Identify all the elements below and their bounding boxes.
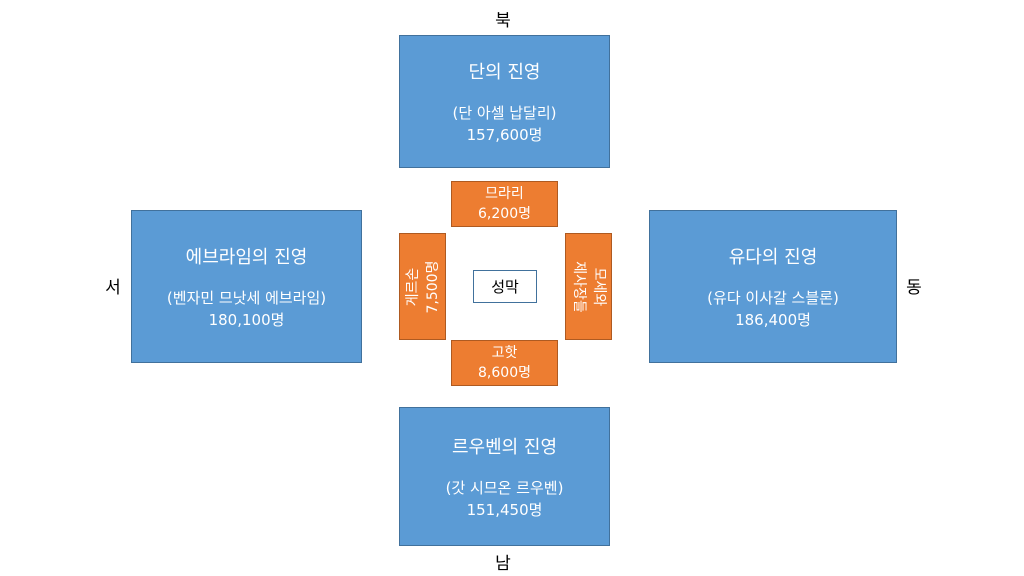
levite-west: 게르손 7,500명 xyxy=(399,233,446,340)
camp-east: 유다의 진영 (유다 이사갈 스블론) 186,400명 xyxy=(649,210,897,363)
camp-title: 에브라임의 진영 xyxy=(185,246,308,268)
camp-tribes: (갓 시므온 르우벤) xyxy=(445,478,564,497)
camp-count: 180,100명 xyxy=(208,310,285,329)
camp-tribes: (단 아셀 납달리) xyxy=(452,103,557,122)
direction-north: 북 xyxy=(495,11,511,31)
levite-count: 제사장들 xyxy=(571,261,587,313)
camp-title: 르우벤의 진영 xyxy=(451,436,558,458)
levite-east: 모세와 제사장들 xyxy=(565,233,612,340)
camp-count: 186,400명 xyxy=(735,310,811,329)
camp-west: 에브라임의 진영 (벤자민 므낫세 에브라임) 180,100명 xyxy=(131,210,362,363)
levite-name: 게르손 xyxy=(405,267,421,307)
camp-count: 157,600명 xyxy=(466,125,543,144)
direction-east: 동 xyxy=(906,278,922,298)
levite-count: 7,500명 xyxy=(425,260,441,314)
camp-north: 단의 진영 (단 아셀 납달리) 157,600명 xyxy=(399,35,610,168)
camp-title: 유다의 진영 xyxy=(728,246,818,268)
camp-tribes: (유다 이사갈 스블론) xyxy=(707,288,839,307)
direction-south: 남 xyxy=(495,554,511,574)
levite-count: 8,600명 xyxy=(478,365,531,381)
camp-count: 151,450명 xyxy=(466,500,543,519)
levite-south: 고핫 8,600명 xyxy=(451,340,558,386)
tabernacle-box: 성막 xyxy=(473,270,537,303)
levite-name: 므라리 xyxy=(485,186,524,202)
camp-tribes: (벤자민 므낫세 에브라임) xyxy=(166,288,327,307)
levite-name: 고핫 xyxy=(491,345,518,361)
direction-west: 서 xyxy=(105,278,121,298)
levite-count: 6,200명 xyxy=(478,206,531,222)
levite-north: 므라리 6,200명 xyxy=(451,181,558,227)
camp-south: 르우벤의 진영 (갓 시므온 르우벤) 151,450명 xyxy=(399,407,610,546)
camp-title: 단의 진영 xyxy=(468,61,541,83)
levite-name: 모세와 xyxy=(591,267,607,307)
